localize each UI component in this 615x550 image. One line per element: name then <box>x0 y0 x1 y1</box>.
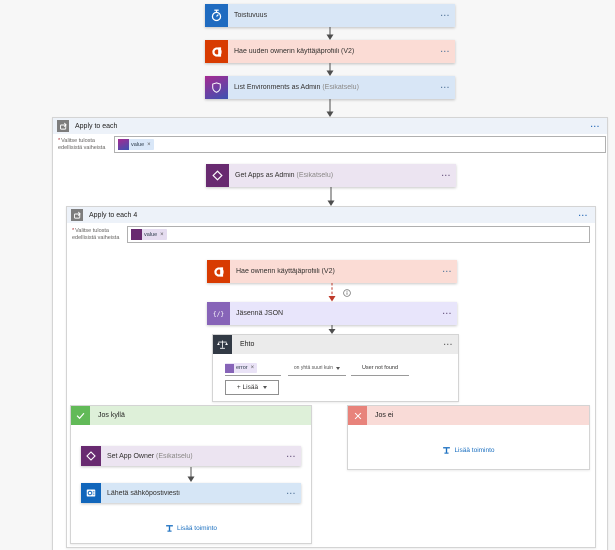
card-title: List Environments as Admin (Esikatselu) <box>234 84 359 91</box>
card-title: Lähetä sähköpostiviesti <box>107 489 180 497</box>
condition-left-operand-field[interactable]: error × <box>225 361 281 376</box>
action-card-get-apps[interactable]: Get Apps as Admin (Esikatselu) ··· <box>206 164 456 187</box>
connector-arrow <box>328 325 336 334</box>
action-card-get-owner-profile[interactable]: Hae ownerin käyttäjäprofiili (V2) ··· <box>207 260 457 283</box>
condition-right-operand-field[interactable]: User not found <box>351 361 409 376</box>
card-title: Get Apps as Admin (Esikatselu) <box>235 172 334 179</box>
trigger-card-recurrence[interactable]: Toistuvuus ··· <box>205 4 455 27</box>
if-no-branch: Jos ei Lisää toiminto <box>347 405 590 470</box>
more-options-button[interactable]: ··· <box>286 488 296 498</box>
preview-badge: (Esikatselu) <box>156 452 193 460</box>
remove-token-button[interactable]: × <box>160 231 164 238</box>
add-action-icon <box>443 447 451 454</box>
more-options-button[interactable]: ··· <box>440 11 450 20</box>
check-icon <box>71 406 90 425</box>
branch-title: Jos kyllä <box>98 412 125 419</box>
apply-to-each-scope: Apply to each ··· *Valitse tulosta edell… <box>52 117 608 550</box>
more-options-button[interactable]: ··· <box>578 210 588 220</box>
more-options-button[interactable]: ··· <box>442 309 452 318</box>
scope-title: Apply to each 4 <box>89 211 138 219</box>
action-card-get-new-owner-profile[interactable]: Hae uuden ownerin käyttäjäprofiili (V2) … <box>205 40 455 63</box>
more-options-button[interactable]: ··· <box>443 340 453 349</box>
chevron-down-icon <box>336 366 341 370</box>
apply-to-each-4-scope: Apply to each 4 ··· *Valitse tulosta ede… <box>66 206 596 548</box>
svg-text:{/}: {/} <box>213 311 225 318</box>
more-options-button[interactable]: ··· <box>286 451 296 461</box>
power-platform-admin-token-icon <box>118 139 129 150</box>
if-yes-header[interactable]: Jos kyllä <box>71 406 311 425</box>
info-icon[interactable] <box>343 289 351 297</box>
remove-token-button[interactable]: × <box>250 365 255 371</box>
parse-json-icon: {/} <box>207 302 230 325</box>
preview-badge: (Esikatselu) <box>296 172 334 179</box>
select-output-input[interactable]: value × <box>114 136 606 153</box>
apply-to-each-header[interactable]: Apply to each ··· <box>53 118 607 134</box>
condition-scales-icon <box>213 335 232 354</box>
card-title: Jäsennä JSON <box>236 310 284 317</box>
office365-icon <box>207 260 230 283</box>
remove-token-button[interactable]: × <box>147 141 151 148</box>
powerapps-icon <box>81 446 101 466</box>
if-yes-branch: Jos kyllä Set App Owner (Esikatselu) ···… <box>70 405 312 544</box>
more-options-button[interactable]: ··· <box>440 47 450 56</box>
action-card-parse-json[interactable]: {/} Jäsennä JSON ··· <box>207 302 457 325</box>
card-title: Toistuvuus <box>234 12 268 19</box>
card-title: Set App Owner (Esikatselu) <box>107 452 193 460</box>
select-output-label: *Valitse tulosta <box>58 138 95 144</box>
power-platform-admin-icon <box>205 76 228 99</box>
foreach-loop-icon <box>71 209 83 221</box>
more-options-button[interactable]: ··· <box>442 267 452 276</box>
add-action-link[interactable]: Lisää toiminto <box>91 522 291 535</box>
connector-arrow <box>326 99 334 117</box>
connector-arrow <box>327 187 335 206</box>
select-output-label-line2: edellisistä vaiheista <box>58 145 106 151</box>
dynamic-token-value[interactable]: value × <box>131 229 167 240</box>
powerapps-token-icon <box>131 229 142 240</box>
condition-card-ehto: Ehto ··· error × on yhtä suuri kuin User… <box>212 334 459 402</box>
condition-operator-dropdown[interactable]: on yhtä suuri kuin <box>288 361 346 376</box>
recurrence-icon <box>205 4 228 27</box>
preview-badge: (Esikatselu) <box>322 84 359 91</box>
chevron-down-icon <box>263 386 268 389</box>
add-action-link[interactable]: Lisää toiminto <box>368 444 569 457</box>
connector-arrow <box>326 27 334 40</box>
card-title: Ehto <box>240 341 255 348</box>
condition-header[interactable]: Ehto ··· <box>213 335 458 354</box>
select-output-label: *Valitse tulosta <box>72 228 109 234</box>
powerapps-icon <box>206 164 229 187</box>
parse-json-token-icon <box>225 363 234 373</box>
office365-icon <box>205 40 228 63</box>
more-options-button[interactable]: ··· <box>440 83 450 92</box>
outlook-icon <box>81 483 101 503</box>
add-action-icon <box>166 525 173 532</box>
dynamic-token-error[interactable]: error × <box>225 363 258 373</box>
card-title: Hae ownerin käyttäjäprofiili (V2) <box>236 268 335 275</box>
scope-title: Apply to each <box>75 122 118 130</box>
action-card-list-environments[interactable]: List Environments as Admin (Esikatselu) … <box>205 76 455 99</box>
action-card-send-email[interactable]: Lähetä sähköpostiviesti ··· <box>81 483 301 503</box>
connector-arrow <box>326 63 334 76</box>
foreach-loop-icon <box>57 120 69 132</box>
if-no-header[interactable]: Jos ei <box>348 406 589 425</box>
x-icon <box>348 406 367 425</box>
more-options-button[interactable]: ··· <box>590 121 600 131</box>
run-after-warning-arrow <box>328 283 336 302</box>
select-output-label-line2: edellisistä vaiheista <box>72 235 120 241</box>
select-output-input[interactable]: value × <box>127 226 590 243</box>
branch-title: Jos ei <box>375 412 394 419</box>
card-title: Hae uuden ownerin käyttäjäprofiili (V2) <box>234 48 355 55</box>
connector-arrow <box>187 467 195 482</box>
dynamic-token-value[interactable]: value × <box>118 139 154 150</box>
action-card-set-app-owner[interactable]: Set App Owner (Esikatselu) ··· <box>81 446 301 466</box>
apply-to-each-4-header[interactable]: Apply to each 4 ··· <box>67 207 595 223</box>
condition-add-button[interactable]: + Lisää <box>225 380 279 395</box>
more-options-button[interactable]: ··· <box>441 171 451 180</box>
